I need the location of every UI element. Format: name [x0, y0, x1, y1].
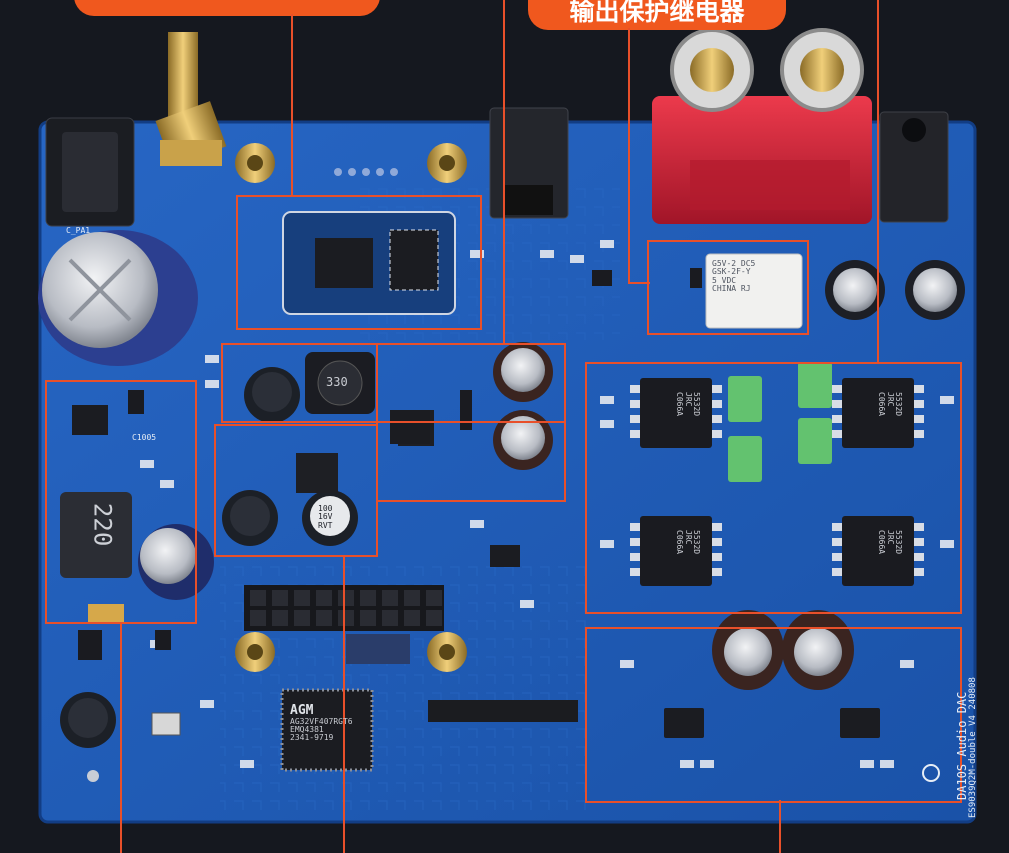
callout-dac-section — [585, 627, 962, 803]
opamp-marking: 5532D JRC C066A — [877, 392, 903, 417]
inductor-big-marking: 220 — [88, 502, 117, 547]
callout-bluetooth-module — [236, 195, 482, 330]
label-banner-relay: 输出保护继电器 — [528, 0, 786, 30]
callout-opamp-section — [585, 362, 962, 614]
leader-line — [779, 800, 781, 853]
mcu-marking: AGM AG32VF407RGT6 EMQ4381 2341-9719 — [290, 703, 353, 743]
ic-chip-icon — [280, 688, 374, 772]
board-version: ES9039Q2M-double V4 240808 — [968, 677, 978, 818]
film-capacitor-icons — [728, 362, 832, 482]
inductor-icon — [305, 352, 375, 414]
leader-line — [628, 28, 630, 284]
label-banner-left — [74, 0, 380, 16]
callout-power-supply-2 — [376, 343, 566, 502]
leader-line — [877, 0, 879, 364]
dc-power-jack-icon — [45, 117, 135, 227]
cap-marking: 100 16V RVT — [318, 504, 333, 530]
headphone-jack-icon — [879, 111, 949, 223]
relay-icon — [705, 253, 803, 329]
pin-header-icon — [244, 585, 444, 631]
connector-ref: C_PA1 — [66, 226, 91, 235]
opamp-marking: 5532D JRC C066A — [877, 530, 903, 555]
leader-line — [291, 14, 293, 196]
rca-jack-icon — [652, 28, 872, 224]
optical-input-icon — [489, 107, 569, 219]
electrolytic-capacitor-icon — [825, 260, 965, 320]
leader-line — [343, 556, 345, 853]
opamp-icons — [640, 378, 914, 586]
leader-line — [120, 622, 122, 853]
standoff-icons — [235, 143, 467, 672]
leader-line — [503, 0, 505, 344]
antenna-connector-icon — [155, 32, 227, 167]
leader-line — [628, 282, 650, 284]
board-name: DA10S Audio DAC — [955, 691, 969, 800]
opamp-marking: 5532D JRC C066A — [675, 530, 701, 555]
callout-input-power — [45, 380, 197, 624]
callout-power-supply-3 — [214, 424, 378, 557]
bluetooth-module-icon — [282, 211, 456, 315]
large-capacitor-icon — [38, 230, 198, 366]
inductor-small-marking: 330 — [326, 375, 348, 389]
callout-relay — [647, 240, 809, 335]
capacitor-group — [60, 342, 553, 748]
cap-ref: C1005 — [132, 433, 157, 442]
opamp-marking: 5532D JRC C066A — [675, 392, 701, 417]
relay-marking: G5V-2 DC5 GSK-2F-Y 5 VDC CHINA RJ — [712, 259, 756, 294]
